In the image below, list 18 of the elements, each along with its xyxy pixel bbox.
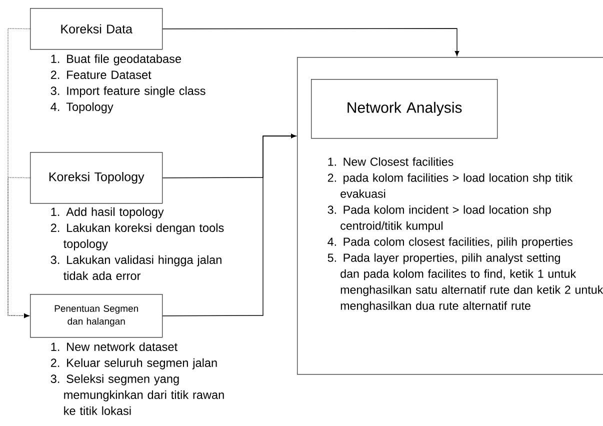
list-item: 3. Seleksi segmen yang memungkinkan dari titik rawan ke titik lokasi (50, 374, 224, 415)
connector-arrow (8, 177, 30, 318)
list-item: 1. New network dataset (51, 342, 178, 351)
process-box: Network Analysis (311, 79, 498, 139)
list-item: 1. Buat file geodatabase (51, 54, 181, 66)
list-item: 4. Topology (50, 102, 114, 114)
process-box: Koreksi Data (30, 8, 163, 50)
list-item: 2. Lakukan koreksi dengan tools topology (50, 223, 224, 250)
process-box: Penentuan Segmen dan halangan (30, 294, 163, 338)
connector-arrow (162, 28, 460, 56)
list-item: 3. Import feature single class (50, 86, 206, 98)
connector-arrow (162, 134, 296, 316)
connector-arrow (8, 28, 30, 318)
list-item: 2. Feature Dataset (50, 70, 152, 79)
list-item: 3. Lakukan validasi hingga jalan tidak ada error (50, 255, 222, 280)
list-item: 2. Keluar seluruh segmen jalan (50, 358, 217, 370)
list-item: 1. Add hasil topology (51, 207, 164, 218)
process-box: Koreksi Topology (30, 152, 163, 204)
